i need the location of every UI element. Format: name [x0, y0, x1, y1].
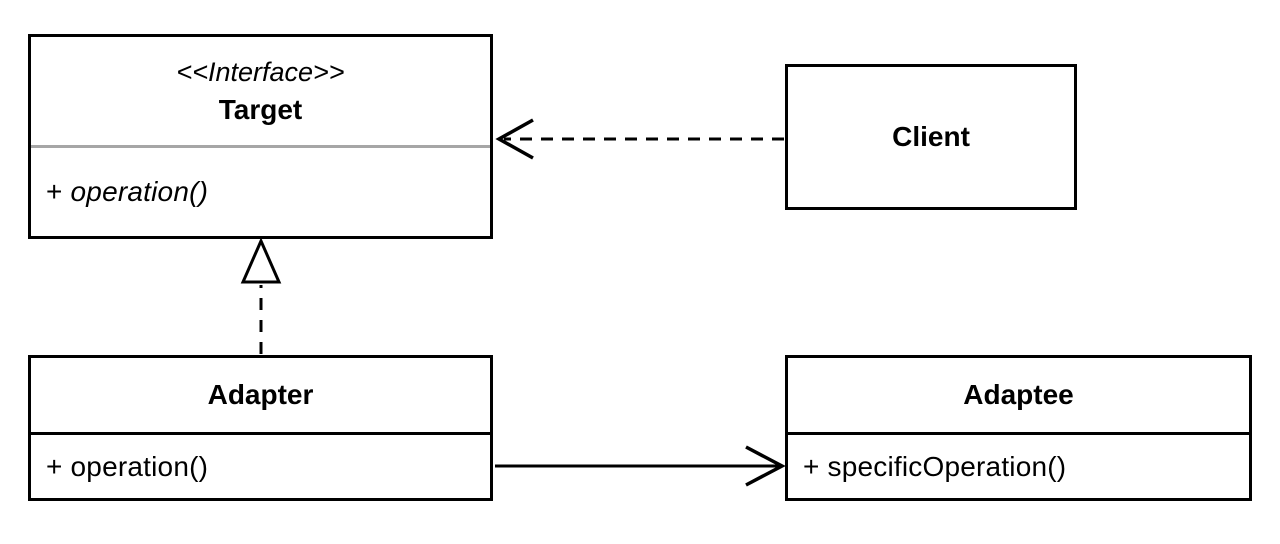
target-stereotype: <<Interface>>: [176, 57, 345, 87]
dependency-open-arrowhead-icon: [495, 118, 534, 160]
client-name: Client: [892, 121, 970, 152]
adaptee-compartment-divider: [788, 432, 1249, 435]
class-box-adaptee: Adaptee + specificOperation(): [785, 355, 1252, 501]
target-method-signature: operation(): [70, 176, 209, 207]
adapter-compartment-divider: [31, 432, 490, 435]
adaptee-method: + specificOperation(): [803, 450, 1067, 482]
class-box-adapter: Adapter + operation(): [28, 355, 493, 501]
adaptee-name: Adaptee: [963, 379, 1074, 410]
dependency-arrow-client-to-target: [495, 118, 784, 160]
realization-arrow-adapter-to-target: [240, 237, 282, 354]
target-title-compartment: <<Interface>> Target: [31, 37, 490, 145]
adapter-method: + operation(): [46, 450, 209, 482]
association-open-arrowhead-icon: [745, 445, 786, 487]
adapter-name: Adapter: [207, 379, 314, 410]
target-name: Target: [218, 94, 303, 125]
target-method: + operation(): [31, 148, 490, 236]
adapter-title-compartment: Adapter: [31, 358, 490, 432]
adaptee-title-compartment: Adaptee: [788, 358, 1249, 432]
association-arrow-adapter-to-adaptee: [495, 445, 786, 487]
target-method-visibility: +: [46, 176, 71, 207]
target-compartment-divider: [31, 145, 490, 148]
class-box-client: Client: [785, 64, 1077, 210]
class-box-target: <<Interface>> Target + operation(): [28, 34, 493, 239]
realization-hollow-triangle-icon: [240, 237, 282, 284]
